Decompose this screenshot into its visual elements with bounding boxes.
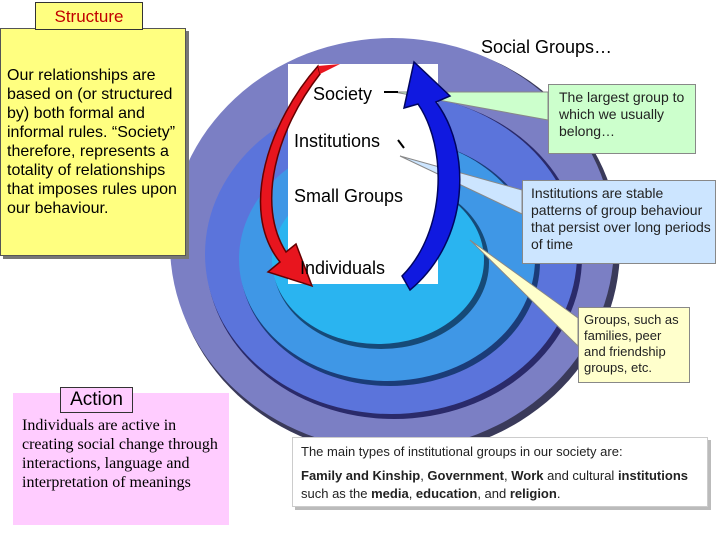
callout-institutions: Institutions are stable patterns of grou…: [522, 180, 716, 264]
types-sep: and cultural: [543, 468, 618, 483]
types-media: media: [371, 486, 409, 501]
types-institutions: institutions: [617, 468, 688, 483]
institutions-tick: [397, 139, 405, 149]
types-sep: such as the: [301, 486, 372, 501]
label-society: Society: [313, 84, 373, 104]
types-intro: The main types of institutional groups i…: [301, 444, 623, 459]
types-education: education: [415, 486, 478, 501]
action-box: [13, 393, 229, 525]
label-individuals: Individuals: [300, 258, 386, 278]
blue-arrow: [401, 60, 461, 292]
red-arrow: [259, 64, 321, 288]
red-arrow-tail: [318, 64, 340, 74]
types-family: Family and Kinship: [301, 468, 421, 483]
callout-society: The largest group to which we usually be…: [548, 84, 696, 154]
label-small-groups: Small Groups: [294, 186, 404, 206]
label-institutions: Institutions: [294, 131, 381, 151]
types-sep: ,: [504, 468, 512, 483]
institutional-types-box: The main types of institutional groups i…: [292, 437, 708, 507]
types-sep: ,: [408, 486, 416, 501]
structure-text: Our relationships are based on (or struc…: [7, 67, 177, 217]
types-work: Work: [511, 468, 544, 483]
types-sep: , and: [477, 486, 510, 501]
social-groups-heading: Social Groups…: [481, 37, 613, 57]
action-title: Action: [60, 387, 133, 413]
structure-title: Structure: [35, 2, 143, 30]
types-religion: religion: [509, 486, 557, 501]
structure-box: Our relationships are based on (or struc…: [0, 28, 186, 256]
action-text: Individuals are active in creating socia…: [22, 417, 218, 491]
types-government: Government: [427, 468, 504, 483]
callout-groups: Groups, such as families, peer and frien…: [578, 307, 690, 383]
types-end: .: [556, 486, 561, 501]
types-sep: ,: [420, 468, 428, 483]
